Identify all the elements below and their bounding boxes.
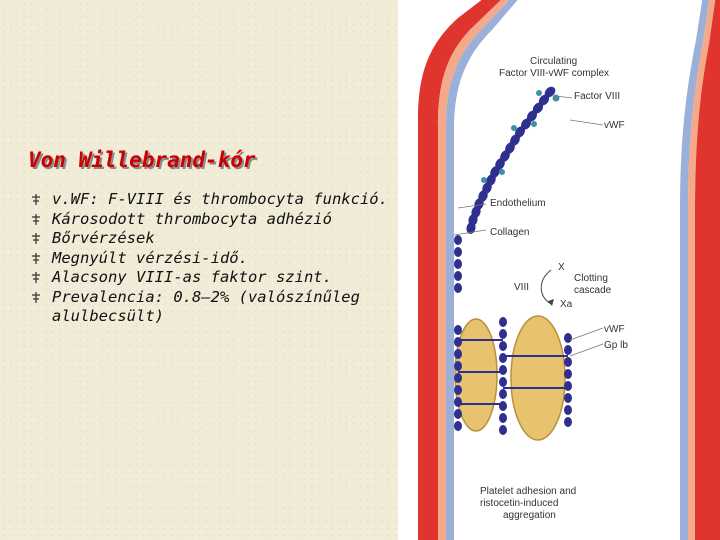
bullet-text: Alacsony VIII-as faktor szint.	[52, 268, 332, 286]
bullet-item: Bőrvérzések	[30, 229, 390, 249]
label-x: X	[558, 262, 565, 273]
vessel-lumen	[454, 0, 698, 540]
circulating-vwf-chain	[466, 86, 556, 234]
endothelial-vwf-beads	[454, 235, 462, 293]
vessel-diagram: Circulating Factor VIII-vWF complex Fact…	[418, 0, 720, 540]
bullet-text: v.WF: F-VIII és thrombocyta funkció.	[52, 190, 388, 208]
adhesion-complex	[454, 315, 572, 441]
label-circulating-1: Circulating	[530, 56, 577, 67]
bullet-text: Bőrvérzések	[52, 229, 155, 247]
bullet-list: v.WF: F-VIII és thrombocyta funkció. Kár…	[30, 190, 390, 327]
label-clotting-1: Clotting	[574, 273, 608, 284]
label-viii: VIII	[514, 282, 529, 293]
label-circulating-2: Factor VIII-vWF complex	[499, 68, 609, 79]
vessel-wall-right	[695, 0, 720, 540]
pushpin-icon	[32, 272, 40, 283]
label-xa: Xa	[560, 299, 573, 310]
label-platelet-2: ristocetin-induced	[480, 498, 558, 509]
leader-lines	[453, 95, 604, 357]
bullet-text: Megnyúlt vérzési-idő.	[52, 248, 248, 267]
bullet-item: Prevalencia: 0.8–2% (valószínűleg alulbe…	[30, 288, 390, 327]
label-factor-viii: Factor VIII	[574, 91, 620, 102]
platelet-right	[510, 315, 566, 441]
label-platelet-1: Platelet adhesion and	[480, 486, 576, 497]
label-clotting-2: cascade	[574, 285, 612, 296]
clotting-arrow-icon	[540, 269, 552, 305]
pushpin-icon	[32, 252, 40, 264]
pushpin-icon	[32, 291, 40, 303]
slide-title: Von Willebrand-kór	[28, 148, 256, 172]
bullet-item: Károsodott thrombocyta adhézió	[30, 210, 390, 230]
label-endothelium: Endothelium	[490, 198, 546, 209]
gp-ib-receptors	[458, 339, 568, 405]
vessel-wall-left	[418, 0, 501, 540]
factor-viii-molecules	[481, 90, 560, 183]
vessel-wall-left-inner	[438, 0, 510, 540]
endothelium-right	[688, 0, 716, 540]
label-vwf-bottom: vWF	[604, 324, 625, 335]
bullet-text: Károsodott thrombocyta adhézió	[52, 209, 332, 228]
bullet-text: Prevalencia: 0.8–2% (valószínűleg alulbe…	[52, 287, 360, 326]
vwf-bridges	[454, 317, 572, 435]
collagen-layer-right	[680, 0, 710, 540]
label-gp-ib: Gp lb	[604, 340, 628, 351]
bullet-item: Megnyúlt vérzési-idő.	[30, 249, 390, 269]
vwf-diagram-figure: Circulating Factor VIII-vWF complex Fact…	[398, 0, 720, 540]
bullet-item: v.WF: F-VIII és thrombocyta funkció.	[30, 190, 390, 210]
label-platelet-3: aggregation	[503, 510, 556, 521]
bullet-item: Alacsony VIII-as faktor szint.	[30, 268, 390, 288]
label-vwf-top: vWF	[604, 120, 625, 131]
pushpin-icon	[32, 213, 40, 225]
pushpin-icon	[32, 194, 40, 205]
label-collagen: Collagen	[490, 227, 529, 238]
collagen-layer-left	[446, 0, 518, 540]
pushpin-icon	[32, 233, 40, 244]
